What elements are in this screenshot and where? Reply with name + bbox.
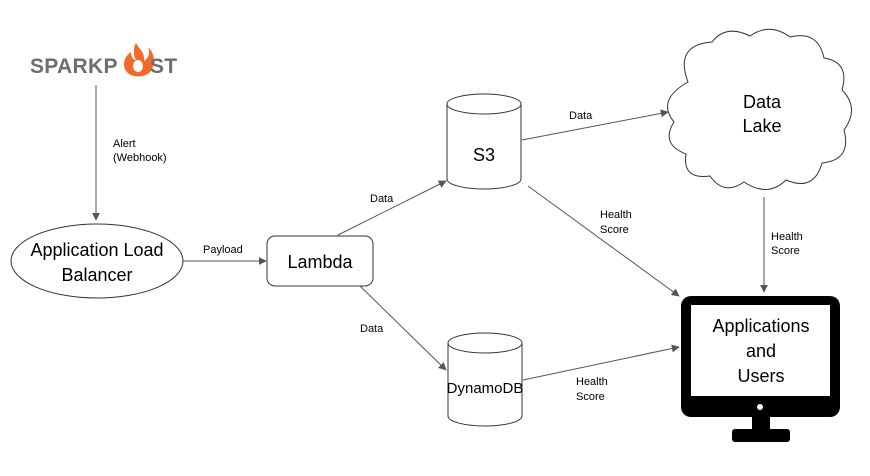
sparkpost-logo: SPARKP ST xyxy=(30,43,177,78)
alb-label-2: Balancer xyxy=(61,265,132,285)
logo-text-left: SPARKP xyxy=(30,55,118,78)
data-lake-cloud: Data Lake xyxy=(667,28,852,190)
lambda-label: Lambda xyxy=(287,252,353,272)
dynamodb-cylinder: DynamoDB xyxy=(447,332,524,427)
edge-labels: Alert (Webhook) Payload Data Data Data H… xyxy=(113,110,803,403)
datalake-label-1: Data xyxy=(743,92,782,112)
edge-lambda-s3 xyxy=(337,180,447,236)
datalake-apps-label-2: Score xyxy=(771,245,800,257)
s3-cylinder: S3 xyxy=(446,93,522,190)
dynamodb-apps-label-2: Score xyxy=(576,391,605,403)
logo-text-right: ST xyxy=(150,55,177,78)
lambda-s3-label: Data xyxy=(370,193,394,205)
s3-label: S3 xyxy=(473,145,495,165)
edge-dynamodb-apps xyxy=(522,344,680,381)
edge-s3-apps xyxy=(527,185,680,297)
alert-label: Alert xyxy=(113,138,136,150)
monitor-icon: Applications and Users xyxy=(681,296,840,442)
s3-datalake-label: Data xyxy=(569,110,593,122)
apps-label-2: and xyxy=(746,341,776,361)
edge-s3-datalake xyxy=(521,109,669,141)
s3-apps-label-2: Score xyxy=(600,224,629,236)
dynamodb-apps-label-1: Health xyxy=(576,376,608,388)
datalake-label-2: Lake xyxy=(742,116,781,136)
payload-label: Payload xyxy=(203,244,243,256)
webhook-label: (Webhook) xyxy=(113,152,167,164)
apps-label-1: Applications xyxy=(712,316,809,336)
lambda-node: Lambda xyxy=(266,235,374,287)
apps-label-3: Users xyxy=(737,366,784,386)
alb-label-1: Application Load xyxy=(30,240,163,260)
edges xyxy=(92,85,768,381)
edge-lambda-dynamodb xyxy=(359,285,447,371)
application-load-balancer-node: Application Load Balancer xyxy=(10,223,184,299)
datalake-apps-label-1: Health xyxy=(771,231,803,243)
s3-apps-label-1: Health xyxy=(600,209,632,221)
lambda-dynamodb-label: Data xyxy=(360,323,384,335)
dynamodb-label: DynamoDB xyxy=(447,380,524,397)
flame-icon xyxy=(123,43,154,77)
